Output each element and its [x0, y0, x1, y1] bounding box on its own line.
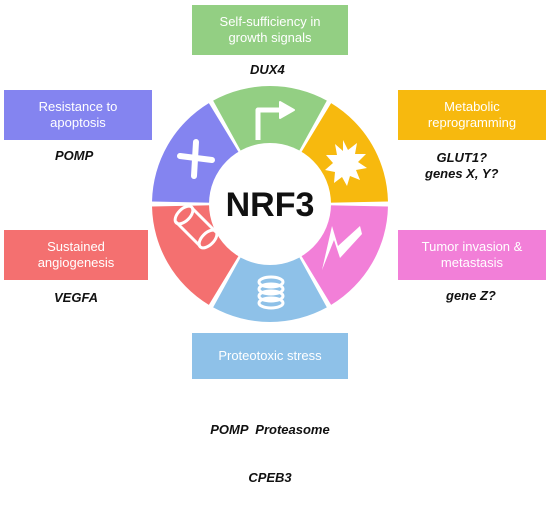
- hallmark-box-metabolic: Metabolic reprogramming: [398, 90, 546, 140]
- hallmark-wheel: NRF3: [152, 86, 388, 322]
- hallmark-label-line: Self-sufficiency in: [219, 14, 321, 29]
- coil-icon: [257, 275, 285, 310]
- gene-list-metabolic: GLUT1? genes X, Y?: [425, 150, 498, 182]
- hallmark-label-line: apoptosis: [50, 115, 106, 130]
- gene-label: POMP Proteasome: [210, 422, 330, 437]
- arrow-icon: [255, 101, 295, 140]
- gene-label: gene Z?: [446, 288, 496, 303]
- hallmark-box-angiogenesis: Sustained angiogenesis: [4, 230, 148, 280]
- hallmark-box-invasion: Tumor invasion & metastasis: [398, 230, 546, 280]
- hallmark-label-line: Resistance to: [38, 99, 118, 114]
- hallmark-label-line: Sustained: [47, 239, 105, 254]
- gene-label: DUX4: [250, 62, 285, 77]
- ring-segment-growth: [213, 86, 327, 154]
- gene-label: GLUT1?: [436, 150, 488, 165]
- gene-list-angiogenesis: VEGFA: [54, 290, 98, 306]
- starburst-icon: [325, 140, 367, 186]
- hallmark-label-line: Tumor invasion &: [421, 239, 523, 254]
- gene-label: CPEB3: [248, 470, 292, 485]
- hallmark-box-growth: Self-sufficiency in growth signals: [192, 5, 348, 55]
- hallmark-box-proteotoxic: Proteotoxic stress: [192, 333, 348, 379]
- hallmark-box-apoptosis: Resistance to apoptosis: [4, 90, 152, 140]
- center-label: NRF3: [226, 186, 315, 224]
- hallmark-label-line: reprogramming: [427, 115, 517, 130]
- hallmark-label-line: Metabolic: [444, 99, 500, 114]
- gene-list-proteotoxic: POMP Proteasome CPEB3: [210, 390, 330, 518]
- hallmark-label-line: Proteotoxic stress: [218, 348, 322, 363]
- hallmark-label-line: growth signals: [228, 30, 312, 45]
- gene-list-growth: DUX4: [250, 62, 285, 78]
- center-circle: [209, 143, 331, 265]
- gene-label: genes X, Y?: [425, 166, 499, 181]
- gene-label: VEGFA: [54, 290, 99, 305]
- vessel-icon: [173, 204, 219, 250]
- gene-list-invasion: gene Z?: [446, 288, 496, 304]
- diagram: NRF3 Self-sufficiency: [4, 5, 546, 485]
- zigzag-icon: [322, 226, 362, 270]
- gene-list-apoptosis: POMP: [55, 148, 93, 164]
- hallmark-label-line: angiogenesis: [37, 255, 115, 270]
- hallmark-label-line: metastasis: [440, 255, 504, 270]
- gene-label: POMP: [55, 148, 94, 163]
- cross-icon: [177, 139, 215, 179]
